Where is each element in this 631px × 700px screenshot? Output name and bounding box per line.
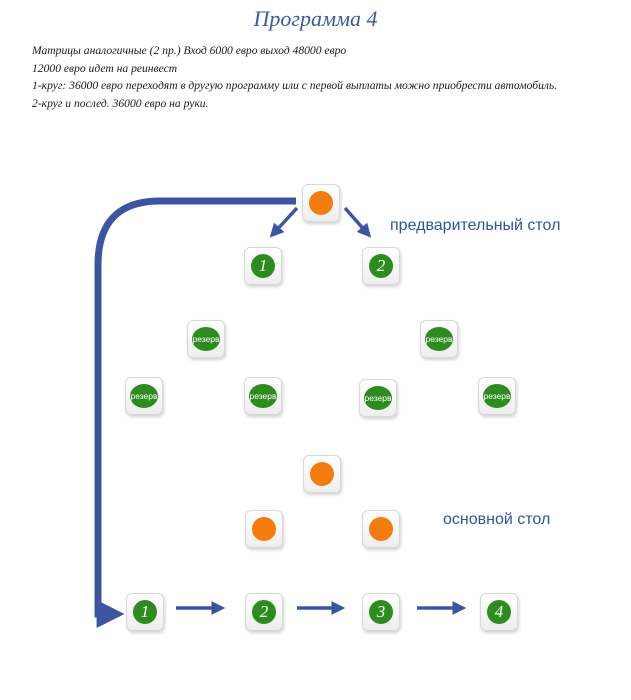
tile-number: 2: [252, 600, 276, 624]
return-loop-arrow: [94, 197, 296, 628]
reserve-label: резерв: [249, 391, 277, 401]
reserve-label: резерв: [425, 334, 453, 344]
page-title: Программа 4: [253, 6, 378, 31]
preliminary-tile-1: 1: [244, 247, 282, 285]
main-tile-3: 3: [362, 593, 400, 631]
reserve-tile: резерв: [187, 320, 225, 358]
description-line-1: Матрицы аналогичные (2 пр.) Вход 6000 ев…: [32, 44, 347, 57]
main-tile-2: 2: [245, 593, 283, 631]
main-left-tile: [245, 510, 283, 548]
preliminary-table-label: предварительный стол: [390, 217, 561, 234]
tile-number: 1: [251, 254, 275, 278]
orange-circle: [252, 517, 276, 541]
description-line-3: 1-круг: 36000 евро переходят в другую пр…: [32, 79, 558, 92]
main-tile-1: 1: [126, 593, 164, 631]
top-source-tile: [302, 184, 340, 222]
reserve-tile: резерв: [244, 377, 282, 415]
main-top-tile: [303, 455, 341, 493]
reserve-tile: резерв: [125, 377, 163, 415]
orange-circle: [369, 517, 393, 541]
main-table-label: основной стол: [443, 511, 551, 528]
arrow-to-preliminary-2: [343, 206, 372, 238]
reserve-circle: резерв: [249, 384, 277, 408]
reserve-tile: резерв: [478, 377, 516, 415]
orange-circle: [310, 462, 334, 486]
reserve-circle: резерв: [364, 386, 392, 410]
orange-circle: [309, 191, 333, 215]
main-tile-4: 4: [480, 593, 518, 631]
tile-number: 1: [133, 600, 157, 624]
tile-number: 3: [369, 600, 393, 624]
tile-number: 4: [487, 600, 511, 624]
reserve-circle: резерв: [130, 384, 158, 408]
reserve-tile: резерв: [359, 379, 397, 417]
main-right-tile: [362, 510, 400, 548]
description-line-4: 2-круг и послед. 36000 евро на руки.: [32, 96, 209, 110]
reserve-circle: резерв: [192, 327, 220, 351]
reserve-circle: резерв: [425, 327, 453, 351]
reserve-circle: резерв: [483, 384, 511, 408]
reserve-label: резерв: [192, 334, 220, 344]
arrow-to-preliminary-1: [269, 206, 299, 238]
reserve-label: резерв: [364, 393, 392, 403]
reserve-label: резерв: [483, 391, 511, 401]
reserve-tile: резерв: [420, 320, 458, 358]
description-line-2: 12000 евро идет на реинвест: [32, 61, 178, 75]
program-description: Матрицы аналогичные (2 пр.) Вход 6000 ев…: [32, 42, 627, 112]
reserve-label: резерв: [130, 391, 158, 401]
preliminary-tile-2: 2: [362, 247, 400, 285]
tile-number: 2: [369, 254, 393, 278]
